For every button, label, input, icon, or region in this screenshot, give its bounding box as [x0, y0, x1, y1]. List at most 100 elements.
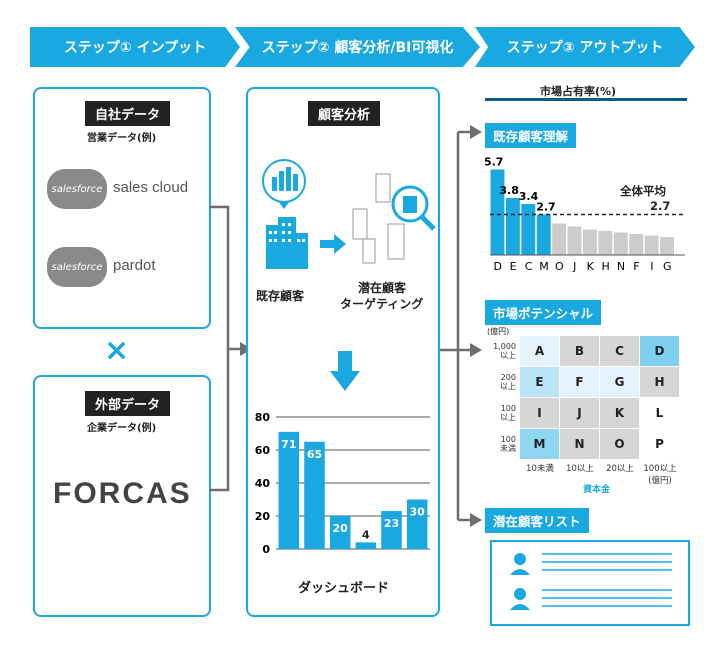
share-bar	[613, 232, 628, 255]
analysis-tag: 顧客分析	[308, 101, 381, 126]
salesforce-logo-2: salesforce	[47, 247, 107, 287]
step-banner-input: ステップ① インプット	[30, 27, 240, 67]
matrix-col-label: 20以上	[606, 464, 634, 474]
existing-customer-building-icon	[262, 159, 308, 269]
forcas-logo: FORCAS	[53, 477, 192, 510]
step-banner-analysis: ステップ② 顧客分析/BI可視化	[235, 27, 480, 67]
matrix-col-label: 10以上	[566, 464, 594, 474]
matrix-cell: D	[640, 336, 679, 366]
share-category: D	[493, 260, 501, 273]
share-category: C	[525, 260, 533, 273]
share-bar	[505, 198, 520, 255]
matrix-cell: A	[520, 336, 559, 366]
external-data-panel: 外部データ 企業データ(例) FORCAS	[33, 375, 211, 617]
analysis-panel: 顧客分析 既存顧客 潜	[246, 87, 440, 617]
share-category: E	[510, 260, 517, 273]
share-category: N	[617, 260, 625, 273]
matrix-cell: C	[600, 336, 639, 366]
matrix-cell: P	[640, 429, 679, 459]
share-bar	[583, 229, 597, 255]
dash-bar	[304, 441, 325, 549]
dash-bar	[329, 516, 351, 549]
share-value-label: 5.7	[485, 156, 503, 169]
share-category: H	[601, 260, 609, 273]
matrix-cell: F	[560, 367, 599, 397]
section-existing-understanding: 既存顧客理解	[485, 123, 577, 148]
arrow-down-icon	[330, 351, 360, 391]
matrix-cell: N	[560, 429, 599, 459]
share-bar	[521, 204, 536, 255]
matrix-cell: J	[560, 398, 599, 428]
share-bar	[552, 223, 567, 255]
internal-data-tag: 自社データ	[85, 101, 171, 126]
matrix-col-label: 100以上 (億円)	[643, 464, 677, 486]
matrix-cell: B	[560, 336, 599, 366]
dash-y-tick: 0	[262, 543, 270, 556]
share-value-label: 3.8	[499, 184, 519, 197]
matrix-x-label: 資本金	[583, 485, 611, 495]
section-prospect-list: 潜在顧客リスト	[485, 508, 589, 533]
share-title-rule	[485, 98, 687, 101]
matrix-row-label: 100 未満	[500, 435, 516, 453]
cross-icon: ×	[104, 333, 130, 368]
prospect-label-1: 潜在顧客	[358, 281, 407, 295]
external-data-subtitle: 企業データ(例)	[87, 423, 157, 434]
matrix-row-label: 100 以上	[500, 404, 516, 422]
dash-bar-label: 30	[410, 506, 426, 519]
share-category: M	[539, 260, 549, 273]
dash-bar-label: 20	[333, 522, 349, 535]
matrix-cell: H	[640, 367, 679, 397]
salesforce-logo-1: salesforce	[47, 169, 107, 209]
share-bar	[629, 234, 644, 255]
share-category: J	[572, 260, 576, 273]
prospect-list-icon	[510, 553, 672, 610]
dash-bar	[406, 499, 428, 549]
share-bar	[567, 226, 582, 255]
share-bar	[536, 214, 551, 255]
matrix-col-labels: 10未満 10以上 20以上 100以上 (億円)	[520, 462, 680, 486]
matrix-cell: L	[640, 398, 679, 428]
dash-bar-label: 23	[384, 517, 399, 530]
dashboard-label: ダッシュボード	[298, 581, 390, 596]
share-title: 市場占有率(%)	[540, 85, 617, 98]
external-data-tag: 外部データ	[85, 391, 171, 416]
prospect-buildings-icon	[352, 173, 436, 264]
matrix-col-label: 10未満	[526, 464, 554, 474]
existing-customer-label: 既存顧客	[256, 289, 305, 303]
average-label: 全体平均	[620, 184, 666, 198]
dash-y-tick: 40	[255, 477, 271, 490]
internal-data-subtitle: 営業データ(例)	[87, 133, 157, 144]
dash-y-tick: 60	[255, 444, 271, 457]
share-category: G	[663, 260, 672, 273]
share-value-label: 2.7	[536, 201, 556, 214]
dash-bar	[355, 542, 377, 549]
matrix-row-label: 200 以上	[500, 373, 516, 391]
dash-bar-label: 4	[362, 528, 370, 541]
share-category: I	[650, 260, 653, 273]
share-category: O	[555, 260, 564, 273]
share-category: K	[587, 260, 595, 273]
dash-bar	[278, 431, 300, 549]
dash-y-tick: 20	[255, 510, 271, 523]
share-bar	[598, 231, 613, 255]
section-market-potential: 市場ポテンシャル	[485, 300, 602, 325]
share-bar	[490, 169, 505, 255]
dash-bar	[381, 511, 402, 549]
matrix-cell: O	[600, 429, 639, 459]
average-value: 2.7	[650, 199, 671, 213]
prospect-list-card	[490, 540, 690, 626]
sales-cloud-text: sales cloud	[113, 179, 189, 196]
dash-bar-label: 65	[307, 448, 322, 461]
matrix-cell: K	[600, 398, 639, 428]
matrix-cell: M	[520, 429, 559, 459]
dash-y-tick: 80	[255, 411, 271, 424]
prospect-label-2: ターゲティング	[340, 297, 424, 311]
matrix-cell: I	[520, 398, 559, 428]
matrix-unit: (億円)	[487, 327, 510, 336]
share-category: F	[633, 260, 639, 273]
